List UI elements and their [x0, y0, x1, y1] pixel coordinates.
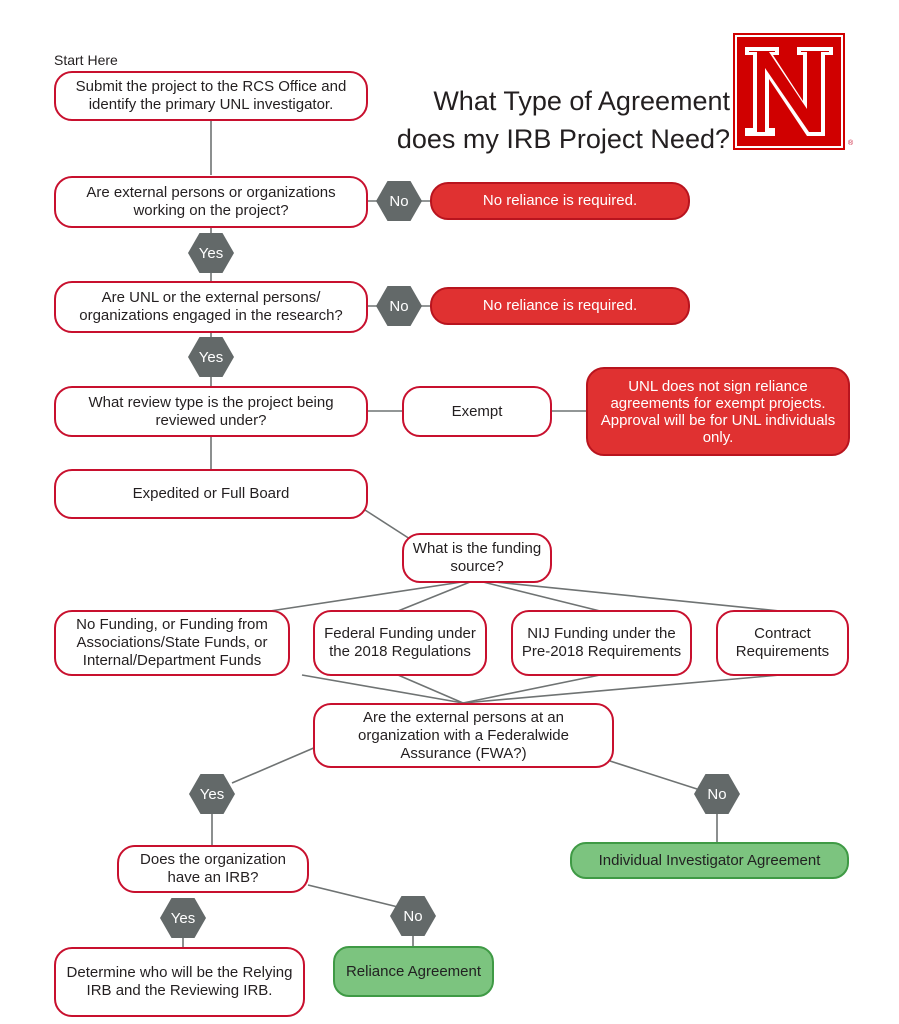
page-title: What Type of Agreement does my IRB Proje…: [395, 82, 730, 158]
expedited-full-board-box: Expedited or Full Board: [54, 469, 368, 519]
start-label: Start Here: [54, 52, 118, 68]
nij-funding-box: NIJ Funding under the Pre-2018 Requireme…: [511, 610, 692, 676]
decision-no-hexagon: No: [694, 774, 740, 814]
title-line-2: does my IRB Project Need?: [396, 124, 730, 154]
federal-funding-box: Federal Funding under the 2018 Regulatio…: [313, 610, 487, 676]
relying-reviewing-irb-box: Determine who will be the Relying IRB an…: [54, 947, 305, 1017]
organization-irb-question: Does the organization have an IRB?: [117, 845, 309, 893]
reliance-agreement-box: Reliance Agreement: [333, 946, 494, 997]
decision-yes-hexagon: Yes: [160, 898, 206, 938]
university-logo: [733, 33, 845, 150]
no-reliance-box: No reliance is required.: [430, 287, 690, 325]
fwa-question: Are the external persons at an organizat…: [313, 703, 614, 768]
external-persons-question: Are external persons or organizations wo…: [54, 176, 368, 228]
engaged-question: Are UNL or the external persons/ organiz…: [54, 281, 368, 333]
funding-source-question: What is the funding source?: [402, 533, 552, 583]
no-funding-box: No Funding, or Funding from Associations…: [54, 610, 290, 676]
decision-yes-hexagon: Yes: [189, 774, 235, 814]
submit-project-box: Submit the project to the RCS Office and…: [54, 71, 368, 121]
title-line-1: What Type of Agreement: [433, 86, 730, 116]
contract-requirements-box: Contract Requirements: [716, 610, 849, 676]
decision-no-hexagon: No: [390, 896, 436, 936]
review-type-question: What review type is the project being re…: [54, 386, 368, 437]
exempt-note-box: UNL does not sign reliance agreements fo…: [586, 367, 850, 456]
exempt-box: Exempt: [402, 386, 552, 437]
no-reliance-box: No reliance is required.: [430, 182, 690, 220]
registered-mark: ®: [848, 140, 854, 147]
individual-investigator-agreement-box: Individual Investigator Agreement: [570, 842, 849, 879]
